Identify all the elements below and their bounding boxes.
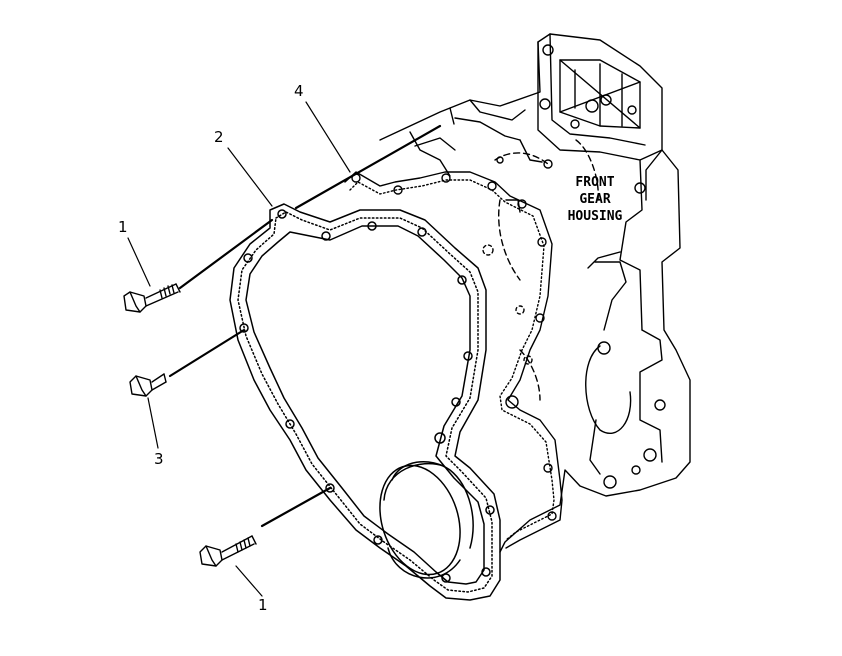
callout-3: 3 [154,450,164,468]
front-seal-cap [379,461,474,579]
alignment-line-gasket [294,124,442,210]
callout-1-top: 1 [118,218,128,236]
leader-lines [127,101,351,597]
rear-gasket [344,171,563,549]
callout-4: 4 [294,82,304,100]
callout-1-bottom: 1 [258,596,268,614]
housing-label-line2: GEAR [579,192,611,207]
front-cover [229,203,501,601]
front-gear-housing [379,33,691,553]
leader-3 [147,397,159,449]
bolt-middle [129,328,246,397]
bolt-top [123,218,274,313]
housing-label-line1: FRONT [575,175,615,190]
leader-1-bottom [235,565,263,597]
leader-1-top [127,237,151,287]
leader-4 [305,101,351,173]
leader-2 [227,147,273,207]
front-gear-housing-label: FRONT GEAR HOUSING [540,174,650,225]
bolt-bottom [199,486,332,567]
callout-2: 2 [214,128,224,146]
housing-label-line3: HOUSING [567,209,623,224]
